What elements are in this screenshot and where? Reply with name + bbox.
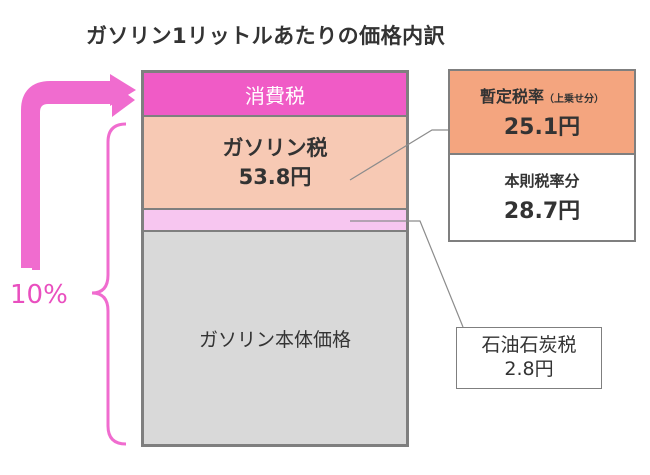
price-stack-frame: [141, 70, 409, 447]
coal-tax-value: 2.8円: [504, 358, 554, 380]
coal-tax-connector: [350, 220, 464, 328]
provisional-rate-label: 暫定税率: [479, 87, 544, 106]
coal-tax-segment: [144, 210, 406, 232]
arrow-shaft: [21, 81, 112, 268]
base-rate-cell: 本則税率分 28.7円: [450, 155, 634, 240]
provisional-rate-value: 25.1円: [503, 115, 581, 140]
gasoline-tax-segment: ガソリン税 53.8円: [144, 117, 406, 210]
curly-brace-icon: [91, 122, 127, 446]
base-rate-value: 28.7円: [503, 199, 581, 224]
base-price-segment: ガソリン本体価格: [144, 232, 406, 444]
consumption-rate-label: 10%: [10, 280, 68, 310]
gasoline-tax-label: ガソリン税: [222, 136, 328, 161]
provisional-rate-cell: 暫定税率（上乗せ分） 25.1円: [450, 71, 634, 155]
gasoline-tax-connector: [349, 129, 448, 181]
arrow-head: [110, 74, 136, 106]
consumption-tax-label: 消費税: [245, 83, 305, 108]
page-title: ガソリン1リットルあたりの価格内訳: [86, 24, 446, 48]
arrow-up-right-icon: [32, 83, 135, 270]
gasoline-tax-value: 53.8円: [238, 164, 312, 189]
base-price-label: ガソリン本体価格: [198, 328, 351, 351]
tax-breakdown-box: 暫定税率（上乗せ分） 25.1円 本則税率分 28.7円: [448, 69, 636, 242]
provisional-rate-note: （上乗せ分）: [544, 94, 604, 105]
base-rate-label: 本則税率分: [504, 172, 580, 190]
provisional-rate-heading: 暫定税率（上乗せ分）: [480, 83, 604, 107]
consumption-tax-segment: 消費税: [144, 73, 406, 117]
coal-tax-label: 石油石炭税: [481, 334, 577, 357]
coal-tax-callout: 石油石炭税 2.8円: [456, 327, 602, 389]
